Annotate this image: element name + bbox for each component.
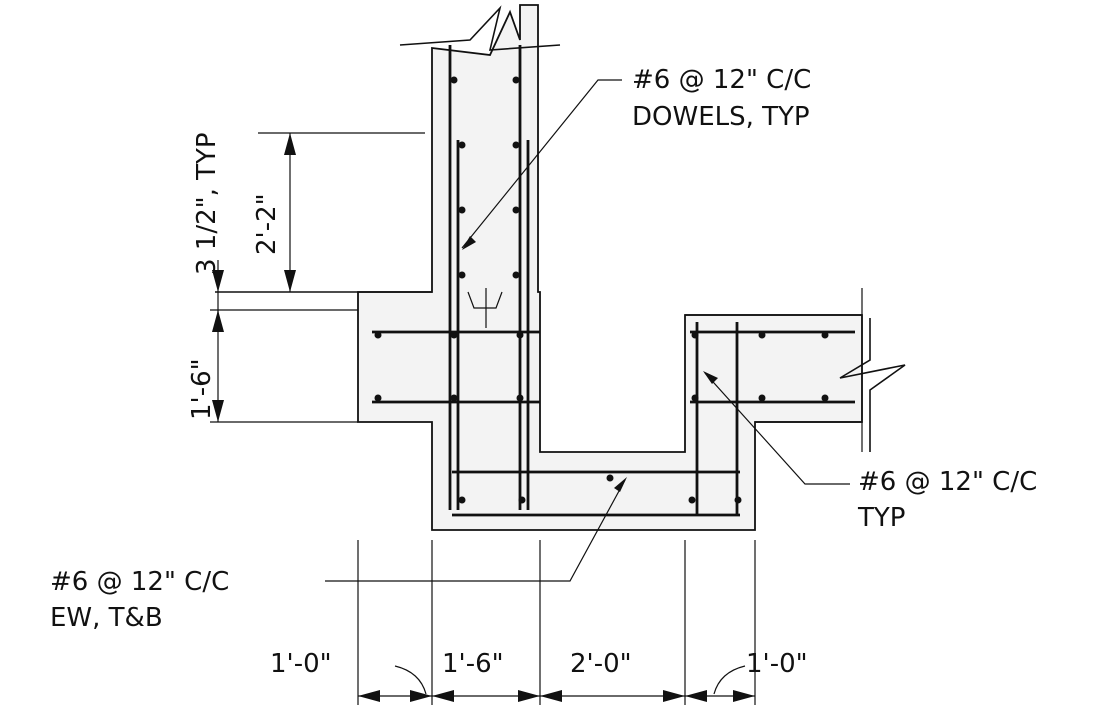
dim-3: 2'-0" xyxy=(570,649,632,679)
side-note-line1: #6 @ 12" C/C xyxy=(858,467,1037,497)
wall-rebar-dot xyxy=(512,141,520,149)
wall-rebar-dot xyxy=(512,76,520,84)
dim-arrow xyxy=(284,270,296,292)
base-rebar-dot xyxy=(458,496,466,504)
base-rebar-dot xyxy=(518,496,526,504)
slab-rebar-dot xyxy=(758,331,766,339)
footing-rebar-dot xyxy=(374,394,382,402)
wall-rebar-dot xyxy=(458,271,466,279)
keyway xyxy=(467,291,503,309)
slab-break-line xyxy=(839,318,906,452)
dim-2: 1'-6" xyxy=(442,649,504,679)
bottom-leader xyxy=(325,479,626,582)
dim-arrow xyxy=(432,690,454,702)
wall-rebar-dot xyxy=(458,141,466,149)
cover-dim: 3 1/2", TYP xyxy=(192,132,222,275)
footing-rebar-dot xyxy=(374,331,382,339)
slab-rebar-dot xyxy=(758,394,766,402)
bottom-note-line1: #6 @ 12" C/C xyxy=(50,567,229,597)
dim-arrow xyxy=(663,690,685,702)
dowels-note-line2: DOWELS, TYP xyxy=(632,102,810,132)
wall-rebar-dot xyxy=(458,206,466,214)
dim-4: 1'-0" xyxy=(746,649,808,679)
dim-arrow xyxy=(410,690,432,702)
footing-rebar-dot xyxy=(450,331,458,339)
wall-rebar-dot xyxy=(450,76,458,84)
slab-rebar-dot xyxy=(691,394,699,402)
base-rebar-dot xyxy=(606,474,614,482)
dim-arrow xyxy=(685,690,707,702)
dim-arrow xyxy=(358,690,380,702)
dim-arrow xyxy=(284,133,296,155)
dim-hook-left xyxy=(394,665,427,695)
dim-arrow xyxy=(518,690,540,702)
wall-break-line xyxy=(399,5,561,51)
wall-rebar-dot xyxy=(512,271,520,279)
dim-arrow xyxy=(733,690,755,702)
dim-1: 1'-0" xyxy=(270,649,332,679)
dowels-leader xyxy=(461,79,622,249)
footing-rebar-dot xyxy=(516,394,524,402)
side-arrowhead xyxy=(703,371,718,384)
wall-height-dim: 2'-2" xyxy=(252,193,282,255)
dim-arrow xyxy=(540,690,562,702)
dim-arrow xyxy=(212,270,224,292)
base-rebar-dot xyxy=(734,496,742,504)
bottom-arrowhead xyxy=(614,477,627,492)
footing-rebar-dot xyxy=(516,331,524,339)
wall-rebar-dot xyxy=(512,206,520,214)
side-leader xyxy=(704,372,850,485)
dim-arrow xyxy=(212,400,224,422)
dowels-note-line1: #6 @ 12" C/C xyxy=(632,65,811,95)
side-note-line2: TYP xyxy=(857,503,905,533)
slab-depth-dim: 1'-6" xyxy=(187,358,217,420)
slab-rebar-dot xyxy=(821,394,829,402)
base-rebar-dot xyxy=(688,496,696,504)
slab-rebar-dot xyxy=(821,331,829,339)
slab-rebar-dot xyxy=(691,331,699,339)
dim-hook-right xyxy=(713,665,746,695)
footing-rebar-dot xyxy=(450,394,458,402)
bottom-note-line2: EW, T&B xyxy=(50,603,163,633)
dowels-arrowhead xyxy=(462,236,476,250)
